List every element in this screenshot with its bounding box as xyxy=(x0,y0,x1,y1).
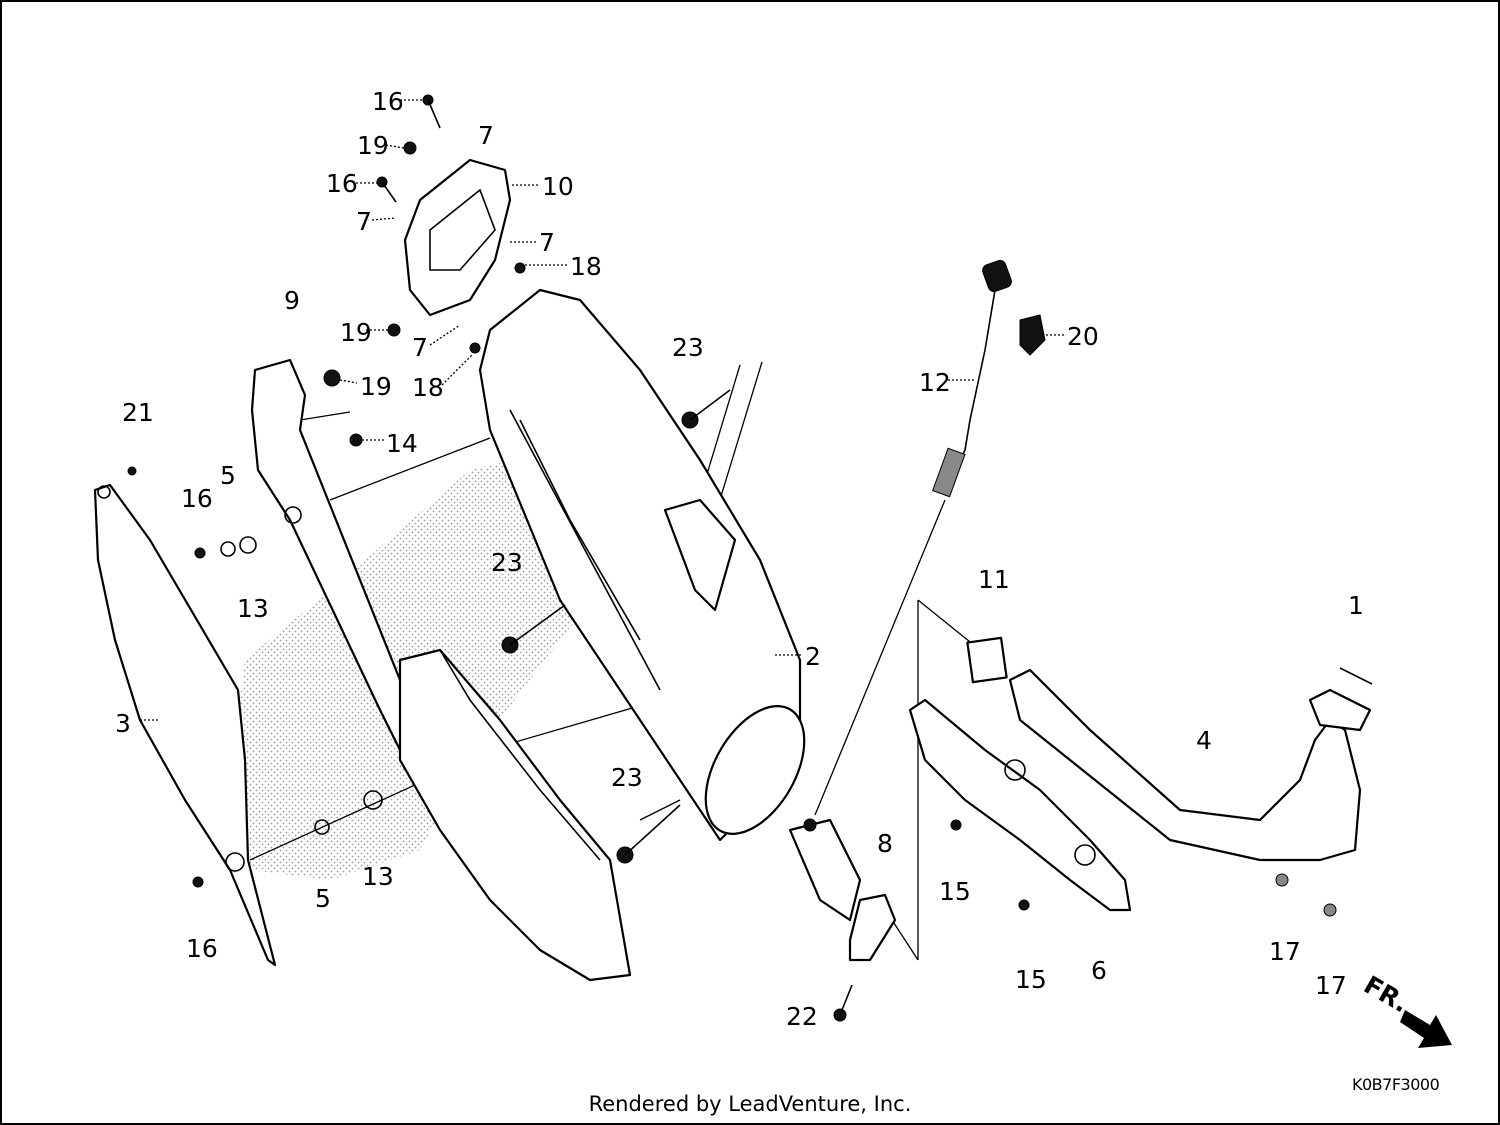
callout-5-c5a: 5 xyxy=(220,461,236,490)
callout-2-c2: 2 xyxy=(805,642,821,671)
callout-20-c20: 20 xyxy=(1067,322,1099,351)
part-10-end-cover-inner xyxy=(429,188,496,271)
part-8-joint-clamp xyxy=(848,893,897,962)
part-20-clip xyxy=(1019,314,1046,356)
callout-16-c16d: 16 xyxy=(186,934,218,963)
fasteners xyxy=(127,94,1337,1022)
front-arrow-icon xyxy=(1400,1010,1452,1048)
part-3-heat-shield-cover xyxy=(93,483,277,967)
callout-12-c12: 12 xyxy=(919,368,951,397)
part-2-bracket-rail-inner xyxy=(519,419,641,641)
callout-19-c19c: 19 xyxy=(360,372,392,401)
callout-6-c6: 6 xyxy=(1091,956,1107,985)
leader-lines xyxy=(140,99,1064,721)
part-1-exhaust-gasket xyxy=(1339,667,1373,685)
render-credit: Rendered by LeadVenture, Inc. xyxy=(588,1092,912,1116)
callout-18-c18a: 18 xyxy=(570,252,602,281)
part-2-hanger-bracket xyxy=(663,498,737,612)
callout-21-c21: 21 xyxy=(122,398,154,427)
part-4-exhaust-flange xyxy=(1308,688,1372,732)
callout-15-c15b: 15 xyxy=(1015,965,1047,994)
part-4-exhaust-pipe xyxy=(1008,668,1362,862)
callout-7-c7b: 7 xyxy=(356,207,372,236)
diagram-code: K0B7F3000 xyxy=(1352,1075,1440,1094)
part-3-mount-hole-lower xyxy=(225,852,245,872)
part-10-end-cover xyxy=(403,158,512,317)
callout-3-c3: 3 xyxy=(115,709,131,738)
lower-cover-fin xyxy=(398,648,632,982)
callout-5-c5b: 5 xyxy=(315,884,331,913)
callout-16-c16c: 16 xyxy=(181,484,213,513)
callout-9-c9: 9 xyxy=(284,286,300,315)
callout-17-c17a: 17 xyxy=(1269,937,1301,966)
front-direction-marker: FR. xyxy=(1359,970,1452,1048)
callout-16-c16b: 16 xyxy=(326,169,358,198)
callout-7-c7a: 7 xyxy=(478,121,494,150)
part-6-mount-boss-lower xyxy=(1074,844,1096,866)
callout-7-c7d: 7 xyxy=(412,333,428,362)
callout-23-c23b: 23 xyxy=(491,548,523,577)
callout-11-c11: 11 xyxy=(978,565,1010,594)
part-12-o2-sensor xyxy=(932,259,1012,498)
callout-19-c19a: 19 xyxy=(357,131,389,160)
callout-4-c4: 4 xyxy=(1196,726,1212,755)
part-9-mount-hole xyxy=(284,506,302,524)
callout-22-c22: 22 xyxy=(786,1002,818,1031)
part-2-outlet-pipe xyxy=(788,818,862,922)
callout-19-c19b: 19 xyxy=(340,318,372,347)
part-11-gasket-wrap xyxy=(966,636,1008,684)
callout-13-c13a: 13 xyxy=(237,594,269,623)
callout-7-c7c: 7 xyxy=(539,228,555,257)
part-2-muffler-end-cap xyxy=(704,705,806,835)
callout-18-c18b: 18 xyxy=(412,373,444,402)
lower-cover-edge xyxy=(439,649,601,861)
callout-13-c13b: 13 xyxy=(362,862,394,891)
part-6-mount-boss xyxy=(1004,759,1026,781)
callout-15-c15a: 15 xyxy=(939,877,971,906)
callout-23-c23a: 23 xyxy=(672,333,704,362)
callout-16-c16a: 16 xyxy=(372,87,404,116)
callout-8-c8: 8 xyxy=(877,829,893,858)
callout-1-c1: 1 xyxy=(1348,591,1364,620)
callout-14-c14: 14 xyxy=(386,429,418,458)
callout-17-c17b: 17 xyxy=(1315,971,1347,1000)
part-2-bracket-rail xyxy=(509,409,661,691)
callout-10-c10: 10 xyxy=(542,172,574,201)
part-3-mount-hole xyxy=(97,485,111,499)
callout-23-c23c: 23 xyxy=(611,763,643,792)
part-2-o2-boss xyxy=(803,818,817,832)
